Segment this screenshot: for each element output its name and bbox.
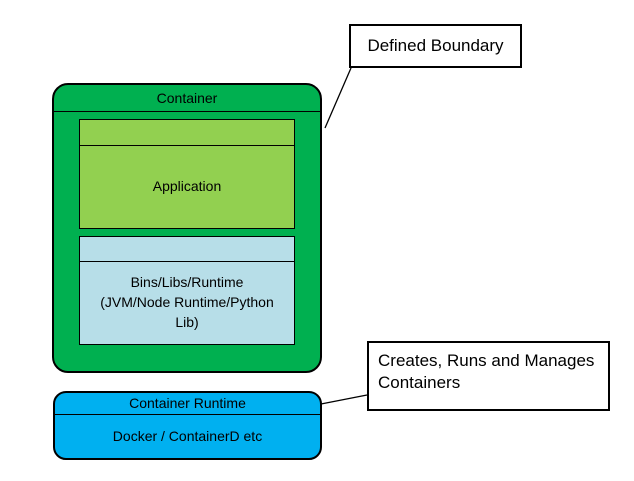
creates-runs-callout: Creates, Runs and Manages Containers	[367, 341, 610, 411]
container-box: Container Application Bins/Libs/Runtime …	[52, 83, 322, 373]
application-label: Application	[152, 178, 222, 194]
container-title: Container	[54, 85, 320, 112]
bins-label-line-3: Lib)	[175, 314, 199, 330]
creates-runs-leader-line	[320, 394, 368, 405]
bins-label-line-1: Bins/Libs/Runtime	[130, 274, 244, 290]
bins-label: Bins/Libs/Runtime (JVM/Node Runtime/Pyth…	[80, 262, 294, 342]
bins-header-strip	[80, 237, 294, 262]
application-header-strip	[80, 120, 294, 146]
application-box: Application	[79, 119, 295, 229]
container-runtime-label: Docker / ContainerD etc	[112, 428, 263, 444]
defined-boundary-leader-line	[324, 67, 352, 129]
container-runtime-title: Container Runtime	[55, 393, 320, 415]
defined-boundary-callout: Defined Boundary	[349, 24, 522, 68]
creates-runs-callout-text: Creates, Runs and Manages Containers	[378, 351, 595, 392]
bins-label-line-2: (JVM/Node Runtime/Python	[100, 294, 274, 310]
container-runtime-box: Container Runtime Docker / ContainerD et…	[53, 391, 322, 460]
bins-libs-runtime-box: Bins/Libs/Runtime (JVM/Node Runtime/Pyth…	[79, 236, 295, 345]
defined-boundary-callout-text: Defined Boundary	[367, 36, 504, 55]
